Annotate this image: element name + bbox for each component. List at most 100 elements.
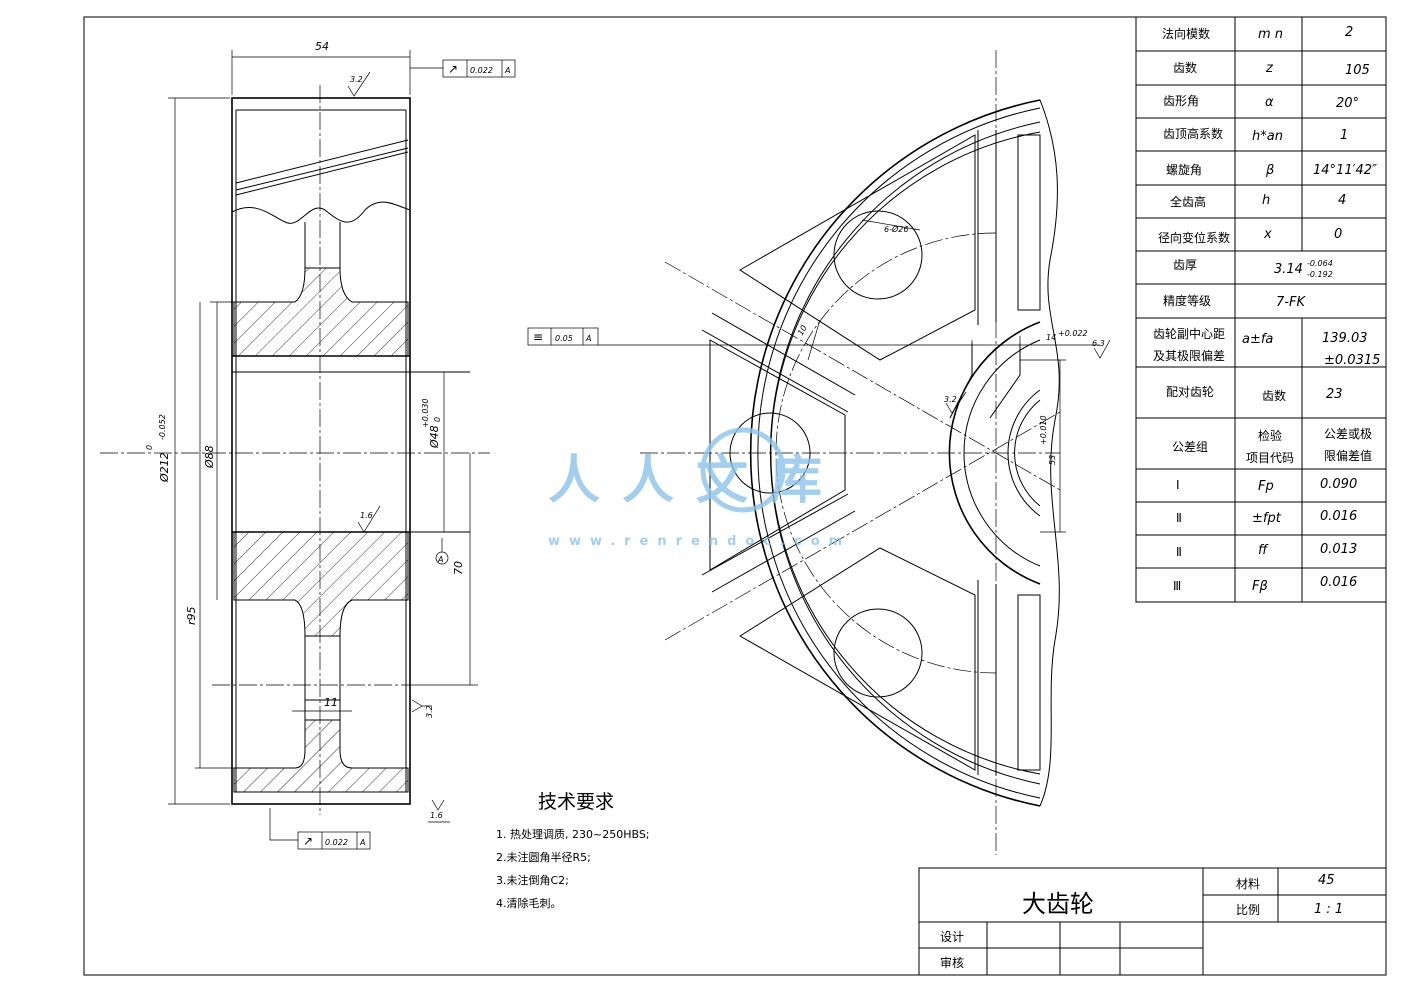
param-tol-low-7: -0.192 xyxy=(1307,270,1333,279)
tol-header-group: 公差组 xyxy=(1172,440,1208,454)
param-label-5: 全齿高 xyxy=(1170,194,1206,209)
param-value-1: 105 xyxy=(1345,63,1370,78)
param-value-0: 2 xyxy=(1345,25,1353,40)
param-symbol-0: m n xyxy=(1258,27,1283,42)
tol-row-1-value: 0.016 xyxy=(1320,509,1357,524)
gdt-runout-top: ↗ 0.022 A xyxy=(410,59,516,78)
gear-parameter-table: 法向模数 m n 2 齿数 z 105 齿形角 α 20° 齿顶高系数 h*an… xyxy=(1135,16,1387,603)
tol-row-0-group: Ⅰ xyxy=(1176,478,1180,492)
param-value-10: 23 xyxy=(1326,387,1343,402)
tol-header-value-2: 限偏差值 xyxy=(1324,448,1372,463)
gdt-bottom-symbol: ↗ xyxy=(303,834,313,848)
param-label-2: 齿形角 xyxy=(1163,94,1199,108)
bore-tol-low: 0 xyxy=(433,417,442,422)
outer-tol-low: -0.052 xyxy=(158,414,167,440)
gdt-sym-datum: A xyxy=(585,334,591,343)
material-value: 45 xyxy=(1318,873,1335,888)
tol-row-3-value: 0.016 xyxy=(1320,575,1357,590)
dim-hub-dia: Ø88 xyxy=(203,445,216,469)
param-tol-up-7: -0.064 xyxy=(1307,259,1333,268)
param-value-2: 20° xyxy=(1336,96,1359,111)
param-value-7: 3.14 xyxy=(1274,262,1303,277)
param-label-7: 齿厚 xyxy=(1173,258,1197,272)
drawing-title: 大齿轮 xyxy=(1022,890,1094,918)
bore-tol-up: +0.030 xyxy=(421,398,430,428)
param-label-6: 径向变位系数 xyxy=(1158,230,1230,245)
title-block: 大齿轮 材料 45 比例 1 : 1 设计 审核 xyxy=(918,867,1387,976)
param-symbol-4: β xyxy=(1265,163,1274,178)
tol-row-2-value: 0.013 xyxy=(1320,542,1357,557)
param-value-8: 7-FK xyxy=(1276,295,1306,310)
rough-bore: 1.6 xyxy=(360,511,373,520)
key-depth: 53 xyxy=(1048,455,1057,465)
scale-label: 比例 xyxy=(1236,903,1260,917)
param-label-9b: 及其极限偏差 xyxy=(1153,348,1225,363)
gdt-sym-value: 0.05 xyxy=(555,334,573,343)
gdt-bottom-value: 0.022 xyxy=(325,838,348,847)
material-label: 材料 xyxy=(1236,877,1260,891)
tol-header-code-1: 检验 xyxy=(1258,428,1282,443)
tol-header-code-2: 项目代码 xyxy=(1246,451,1294,465)
key-width: 14 xyxy=(1046,333,1056,342)
param-label-3: 齿顶高系数 xyxy=(1163,126,1223,141)
tech-item-3: 3.未注倒角C2; xyxy=(496,873,569,887)
dim-web: 11 xyxy=(324,696,338,709)
param-symbol-3: h*an xyxy=(1252,129,1283,144)
tech-item-1: 1. 热处理调质, 230~250HBS; xyxy=(496,828,650,841)
tol-row-3-code: Fβ xyxy=(1252,579,1268,594)
dim-r95: r95 xyxy=(185,606,198,625)
dim-outer-dia: Ø212 xyxy=(158,452,171,483)
param-value-9a: 139.03 xyxy=(1322,331,1368,346)
param-symbol-6: x xyxy=(1263,227,1272,242)
outer-tol-up: 0 xyxy=(145,445,154,450)
tech-item-4: 4.清除毛刺。 xyxy=(496,896,562,910)
gdt-sym-symbol: ≡ xyxy=(533,330,543,344)
front-view: 6-Ø26 10 14 +0.022 53 +0.010 6.3 3.2 ≡ 0… xyxy=(527,50,1111,855)
gdt-top-symbol: ↗ xyxy=(448,62,458,76)
param-label-10: 配对齿轮 xyxy=(1166,385,1214,399)
rough-key: 6.3 xyxy=(1092,339,1105,348)
param-value-4: 14°11′42″ xyxy=(1313,163,1377,178)
tol-header-value-1: 公差或极 xyxy=(1324,427,1372,441)
tol-row-2-group: Ⅱ xyxy=(1176,545,1182,559)
tol-row-0-code: Fp xyxy=(1258,479,1274,494)
rough-bottom: 1.6 xyxy=(430,811,443,820)
tol-row-1-code: ±fpt xyxy=(1252,511,1282,526)
tol-row-2-code: ff xyxy=(1258,543,1269,558)
holes-label: 6-Ø26 xyxy=(884,224,908,234)
dim-width: 54 xyxy=(315,40,329,53)
tol-row-3-group: Ⅲ xyxy=(1173,579,1181,593)
rough-top: 3.2 xyxy=(350,75,363,84)
param-label-9a: 齿轮副中心距 xyxy=(1153,326,1225,341)
param-symbol-5: h xyxy=(1262,193,1270,208)
rib-label: 10 xyxy=(796,324,809,337)
gdt-top-datum: A xyxy=(504,66,510,75)
gdt-runout-bottom: ↗ 0.022 A xyxy=(269,808,371,850)
param-value-5: 4 xyxy=(1338,193,1346,208)
param-label-1: 齿数 xyxy=(1173,60,1197,75)
gdt-bottom-datum: A xyxy=(359,838,365,847)
param-symbol-2: α xyxy=(1265,95,1274,110)
tol-row-1-group: Ⅱ xyxy=(1176,511,1182,525)
watermark-text: 人人文库 xyxy=(548,451,844,511)
watermark: 人人文库 www.renrendoc.com xyxy=(548,427,844,549)
rough-bore-front: 3.2 xyxy=(944,395,957,404)
design-label: 设计 xyxy=(940,930,964,944)
param-value-6: 0 xyxy=(1334,227,1342,242)
tech-item-2: 2.未注圆角半径R5; xyxy=(496,850,591,864)
datum-a: A xyxy=(437,555,443,564)
section-view: 54 Ø212 0 -0.052 Ø88 r95 Ø48 +0.030 0 70… xyxy=(100,40,516,850)
key-width-tol: +0.022 xyxy=(1058,329,1088,338)
dim-hub-len: 70 xyxy=(452,561,465,575)
tol-row-0-value: 0.090 xyxy=(1320,477,1357,492)
param-symbol-1: z xyxy=(1265,61,1274,76)
param-value-9b: ±0.0315 xyxy=(1324,353,1380,368)
param-symbol-9: a±fa xyxy=(1242,332,1273,347)
dim-bore-dia: Ø48 xyxy=(428,425,441,449)
gdt-symmetry: ≡ 0.05 A xyxy=(527,327,972,346)
tech-requirements: 技术要求 1. 热处理调质, 230~250HBS; 2.未注圆角半径R5; 3… xyxy=(496,791,650,910)
param-label-8: 精度等级 xyxy=(1163,293,1211,308)
gdt-top-value: 0.022 xyxy=(470,66,493,75)
rough-side: 3.2 xyxy=(425,705,434,718)
